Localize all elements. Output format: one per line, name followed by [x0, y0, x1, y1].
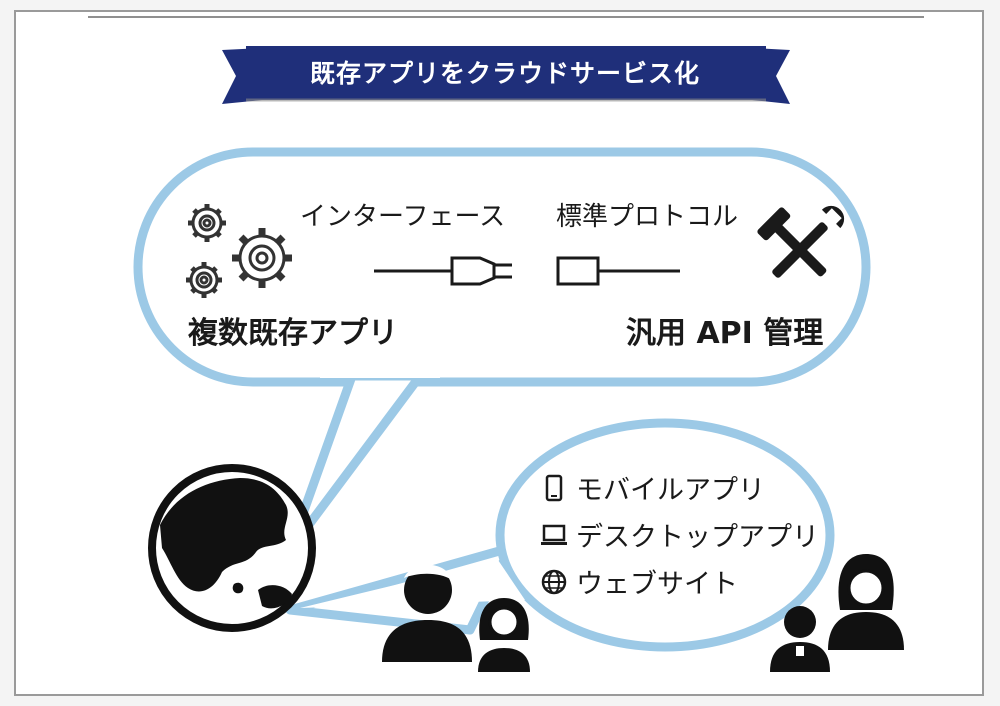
interface-label: インターフェース [300, 202, 506, 232]
title-banner [222, 46, 790, 104]
client-item-mobile: モバイルアプリ [540, 468, 765, 507]
gears-icon [186, 204, 292, 298]
protocol-label: 標準プロトコル [556, 202, 739, 232]
laptop-icon [541, 524, 567, 545]
socket-icon [556, 256, 680, 286]
top-speech-bubble [133, 147, 871, 555]
people-icons [382, 554, 904, 672]
smartphone-icon [545, 474, 563, 501]
client-item-label: ウェブサイト [576, 569, 738, 600]
person-woman-right [828, 554, 904, 650]
client-item-desktop: デスクトップアプリ [540, 515, 819, 554]
client-item-web: ウェブサイト [540, 562, 738, 601]
person-woman-left [478, 598, 530, 672]
globe-small-icon [541, 569, 567, 594]
client-item-label: モバイルアプリ [576, 475, 765, 506]
api-management-label: 汎用 API 管理 [626, 316, 824, 351]
client-item-label: デスクトップアプリ [576, 522, 819, 553]
tools-icon [757, 205, 845, 278]
person-man-right [770, 606, 830, 672]
existing-apps-label: 複数既存アプリ [188, 316, 398, 351]
person-man-left [382, 564, 472, 662]
top-rule [88, 16, 924, 18]
diagram-title: 既存アプリをクラウドサービス化 [309, 59, 700, 88]
plug-icon [374, 256, 512, 286]
globe-icon [148, 464, 316, 632]
